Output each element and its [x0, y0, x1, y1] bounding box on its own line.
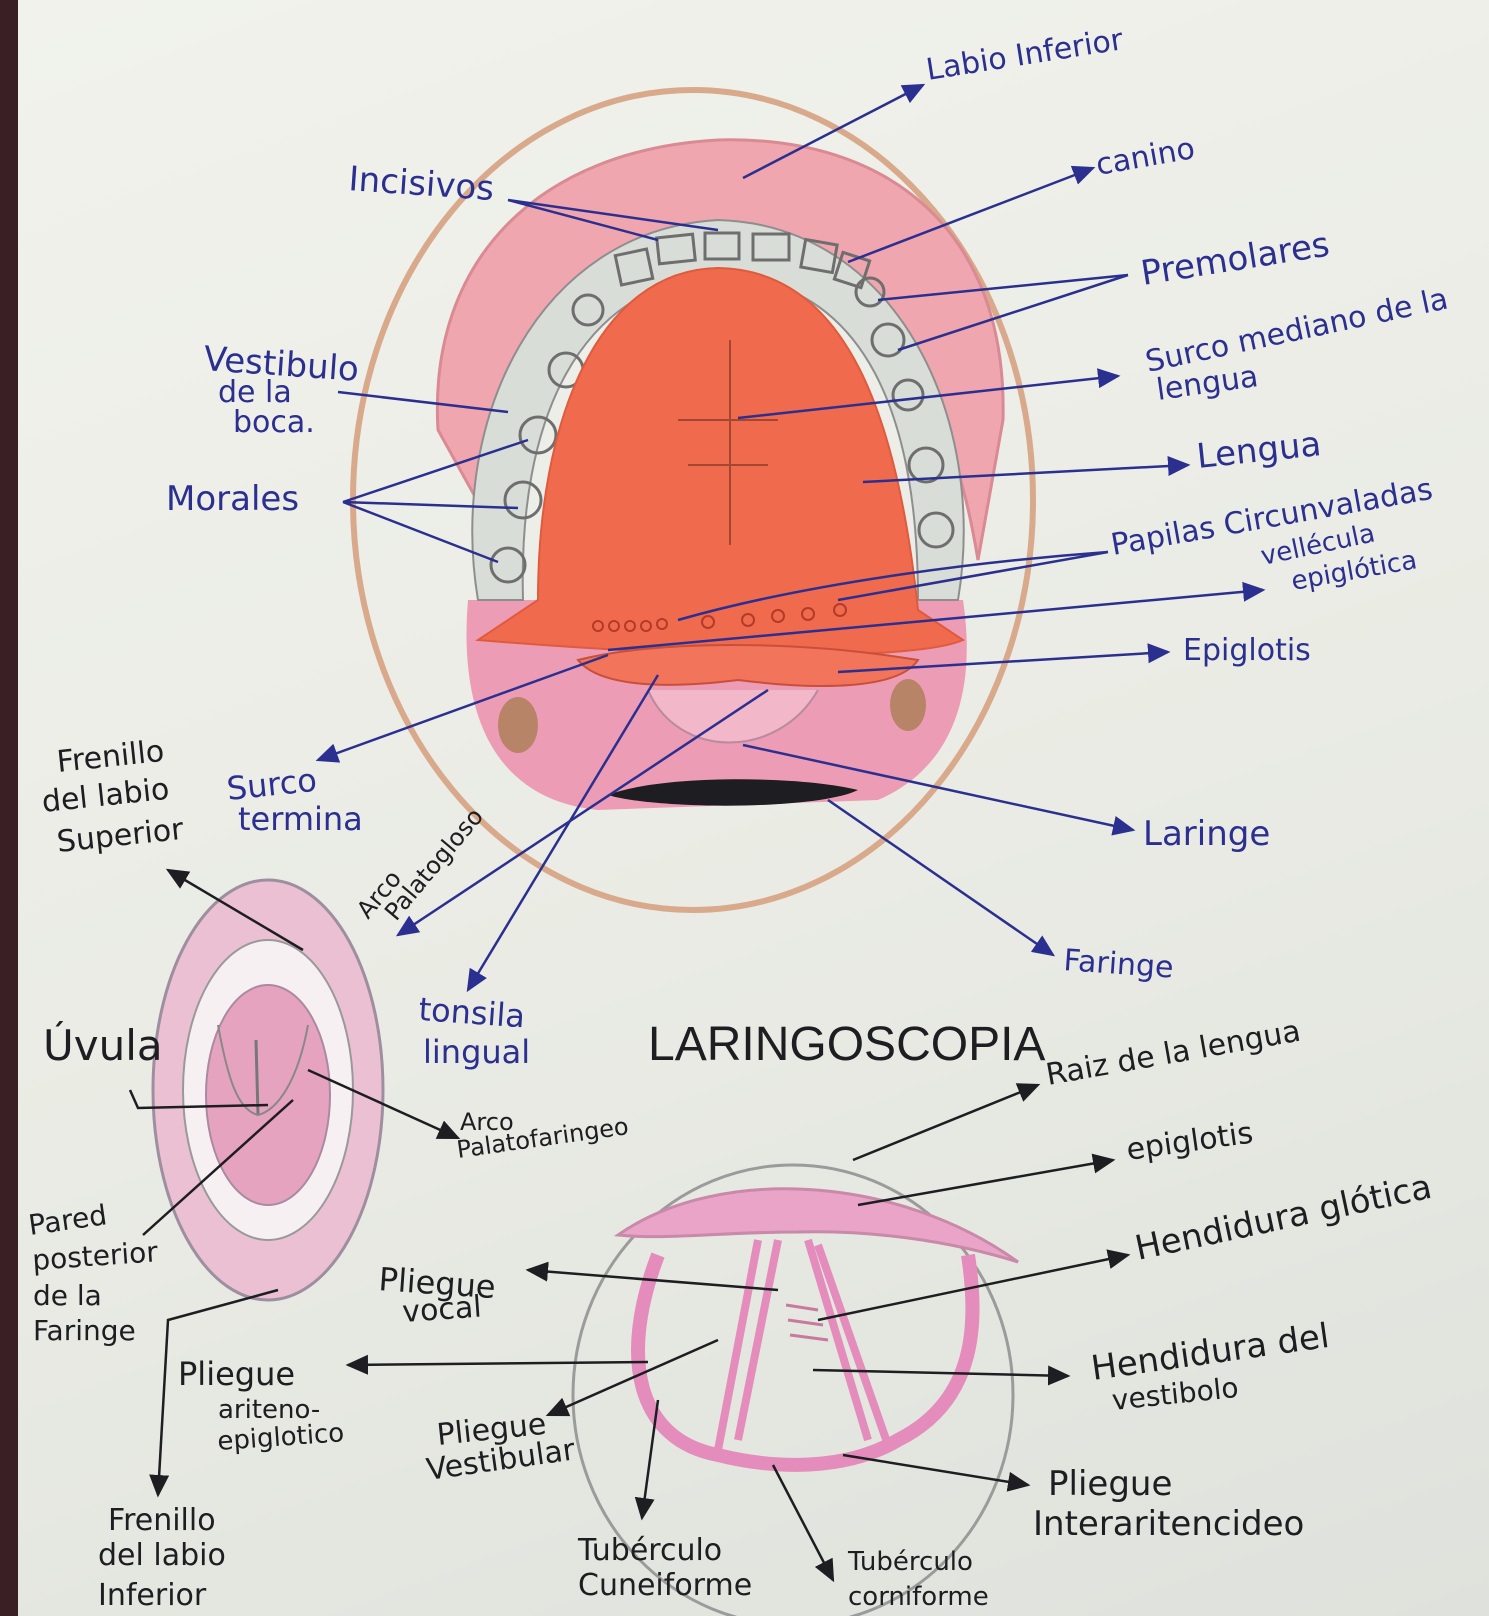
label-frenillo-inf-3: Inferior — [98, 1578, 207, 1613]
label-tonsila-2: lingual — [423, 1033, 530, 1071]
paper-sheet: Labio Inferior canino Incisivos Premolar… — [18, 0, 1489, 1616]
label-pared-3: de la — [33, 1279, 102, 1312]
label-incisivos: Incisivos — [347, 159, 495, 209]
label-tuberculo-cun-1: Tubérculo — [577, 1533, 722, 1568]
label-frenillo-inf-1: Frenillo — [108, 1503, 216, 1538]
label-tonsila-1: tonsila — [417, 990, 526, 1035]
label-molares: Morales — [166, 479, 299, 519]
glottis-ring — [638, 1255, 973, 1465]
label-canino: canino — [1093, 131, 1197, 183]
label-faringe: Faringe — [1062, 943, 1174, 986]
label-tuberculo-cun-2: Cuneiforme — [578, 1568, 752, 1603]
label-hendidura-glotica: Hendidura glótica — [1132, 1167, 1436, 1269]
label-premolares: Premolares — [1138, 225, 1332, 294]
vocal-folds — [718, 1240, 888, 1450]
label-vestibulo-3: boca. — [233, 405, 315, 440]
label-epiglotis-top: Epiglotis — [1183, 633, 1311, 668]
label-surco-terminal-2: termina — [238, 800, 363, 838]
glottic-slit — [786, 1305, 828, 1340]
label-uvula: Úvula — [43, 1020, 163, 1070]
label-lengua: Lengua — [1195, 424, 1323, 477]
page-title: LARINGOSCOPIA — [648, 1018, 1045, 1071]
label-epiglotis-bottom: epiglotis — [1124, 1116, 1255, 1168]
label-pared-1: Pared — [26, 1198, 109, 1242]
label-pared-4: Faringe — [33, 1314, 136, 1347]
label-raiz-lengua: Raiz de la lengua — [1043, 1014, 1303, 1093]
label-frenillo-sup-3: Superior — [55, 812, 186, 860]
label-tuberculo-cor-2: corniforme — [848, 1582, 989, 1612]
label-pliegue-vocal-2: vocal — [401, 1290, 483, 1330]
label-arco-palatogloso-2: Palatogloso — [379, 803, 489, 926]
tonsil-left — [498, 697, 538, 753]
label-pliegue-arit-1: Pliegue — [178, 1355, 295, 1393]
label-frenillo-inf-2: del labio — [98, 1538, 226, 1573]
label-tuberculo-cor-1: Tubérculo — [847, 1547, 973, 1577]
tonsil-right — [890, 679, 926, 731]
label-laringe: Laringe — [1143, 814, 1270, 854]
label-surco-mediano-1: Surco mediano de la — [1142, 282, 1451, 380]
label-labio-inferior: Labio Inferior — [924, 22, 1126, 88]
anatomy-drawing: Labio Inferior canino Incisivos Premolar… — [18, 0, 1489, 1616]
label-pliegue-inter-1: Pliegue — [1048, 1464, 1172, 1504]
mouth-uvula-drawing — [153, 880, 383, 1300]
label-pared-2: posterior — [31, 1235, 159, 1277]
label-pliegue-inter-2: Interaritencideo — [1033, 1504, 1304, 1544]
